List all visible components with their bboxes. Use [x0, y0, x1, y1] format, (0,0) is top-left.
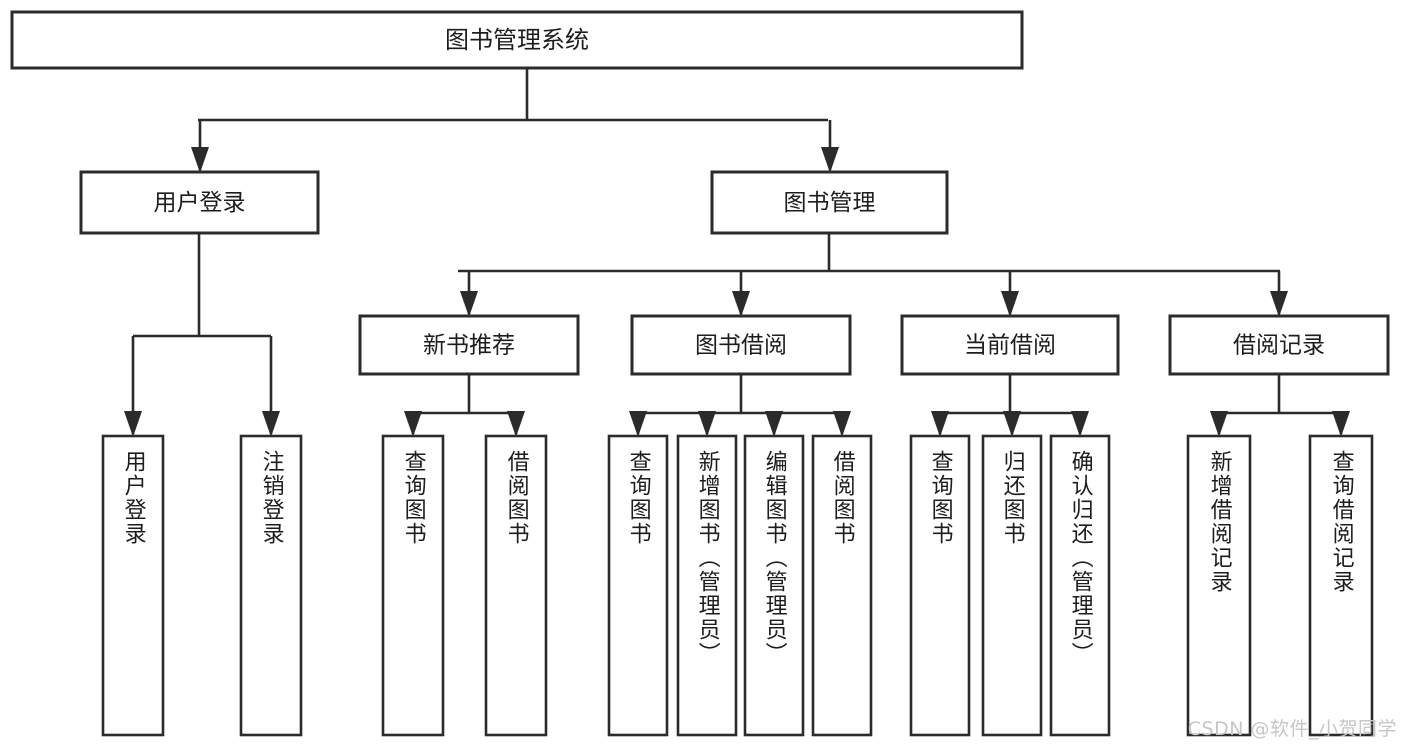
- node-leaf-4-rect: [607, 434, 669, 737]
- node-leaf-5-rect: [676, 434, 738, 737]
- node-leaf-5[interactable]: [676, 434, 738, 737]
- arrow-head-icon: [404, 411, 422, 437]
- node-leaf-3-rect: [484, 434, 548, 737]
- node-leaf-0-rect: [101, 434, 165, 737]
- node-level1-0[interactable]: 用户登录: [79, 170, 320, 235]
- arrow-head-icon: [1071, 411, 1089, 437]
- node-leaf-12-rect: [1308, 434, 1374, 737]
- arrow-head-icon: [1270, 291, 1288, 317]
- node-leaf-4[interactable]: [607, 434, 669, 737]
- node-leaf-10-rect: [1049, 434, 1111, 737]
- arrow-head-icon: [1001, 291, 1019, 317]
- arrow-head-icon: [698, 411, 716, 437]
- node-leaf-9[interactable]: [981, 434, 1043, 737]
- node-level1-1-label: 图书管理: [784, 190, 876, 216]
- node-leaf-2-rect: [381, 434, 445, 737]
- node-root[interactable]: 图书管理系统: [10, 10, 1024, 70]
- node-leaf-7[interactable]: [811, 434, 873, 737]
- arrow-head-icon: [732, 291, 750, 317]
- arrow-head-icon: [191, 147, 209, 173]
- node-leaf-11-rect: [1186, 434, 1252, 737]
- node-leaf-10[interactable]: [1049, 434, 1111, 737]
- node-level1-0-label: 用户登录: [154, 190, 246, 216]
- csdn-watermark: CSDN @软件_小贺同学: [1187, 718, 1397, 740]
- arrow-head-icon: [1210, 411, 1228, 437]
- node-level2-2-label: 当前借阅: [964, 333, 1056, 359]
- node-leaf-3[interactable]: [484, 434, 548, 737]
- node-level1-1-rect: [710, 170, 949, 235]
- node-level2-1-rect: [630, 314, 852, 376]
- node-leaf-1[interactable]: [239, 434, 303, 737]
- arrow-head-icon: [1003, 411, 1021, 437]
- node-leaf-2[interactable]: [381, 434, 445, 737]
- node-root-rect: [10, 10, 1024, 70]
- arrow-head-icon: [507, 411, 525, 437]
- node-level2-0-label: 新书推荐: [423, 333, 515, 359]
- arrow-head-icon: [821, 147, 839, 173]
- node-leaf-0[interactable]: [101, 434, 165, 737]
- node-leaf-6[interactable]: [743, 434, 805, 737]
- arrow-head-icon: [765, 411, 783, 437]
- node-leaf-6-rect: [743, 434, 805, 737]
- node-leaf-8-rect: [909, 434, 971, 737]
- node-leaf-7-rect: [811, 434, 873, 737]
- node-level2-1-label: 图书借阅: [695, 333, 787, 359]
- node-leaf-9-rect: [981, 434, 1043, 737]
- node-leaf-11[interactable]: [1186, 434, 1252, 737]
- arrow-head-icon: [833, 411, 851, 437]
- node-level2-0[interactable]: 新书推荐: [358, 314, 580, 376]
- node-root-label: 图书管理系统: [445, 26, 589, 54]
- arrow-head-icon: [931, 411, 949, 437]
- node-level2-3[interactable]: 借阅记录: [1168, 314, 1390, 376]
- node-level2-3-label: 借阅记录: [1233, 333, 1325, 359]
- arrow-head-icon: [124, 411, 142, 437]
- node-leaf-8[interactable]: [909, 434, 971, 737]
- node-level2-3-rect: [1168, 314, 1390, 376]
- node-level2-2-rect: [900, 314, 1120, 376]
- arrow-head-icon: [460, 291, 478, 317]
- arrow-head-icon: [629, 411, 647, 437]
- node-level2-1[interactable]: 图书借阅: [630, 314, 852, 376]
- node-level1-0-rect: [79, 170, 320, 235]
- node-level2-2[interactable]: 当前借阅: [900, 314, 1120, 376]
- node-leaf-12[interactable]: [1308, 434, 1374, 737]
- node-level1-1[interactable]: 图书管理: [710, 170, 949, 235]
- node-leaf-1-rect: [239, 434, 303, 737]
- arrow-head-icon: [1332, 411, 1350, 437]
- arrow-head-icon: [262, 411, 280, 437]
